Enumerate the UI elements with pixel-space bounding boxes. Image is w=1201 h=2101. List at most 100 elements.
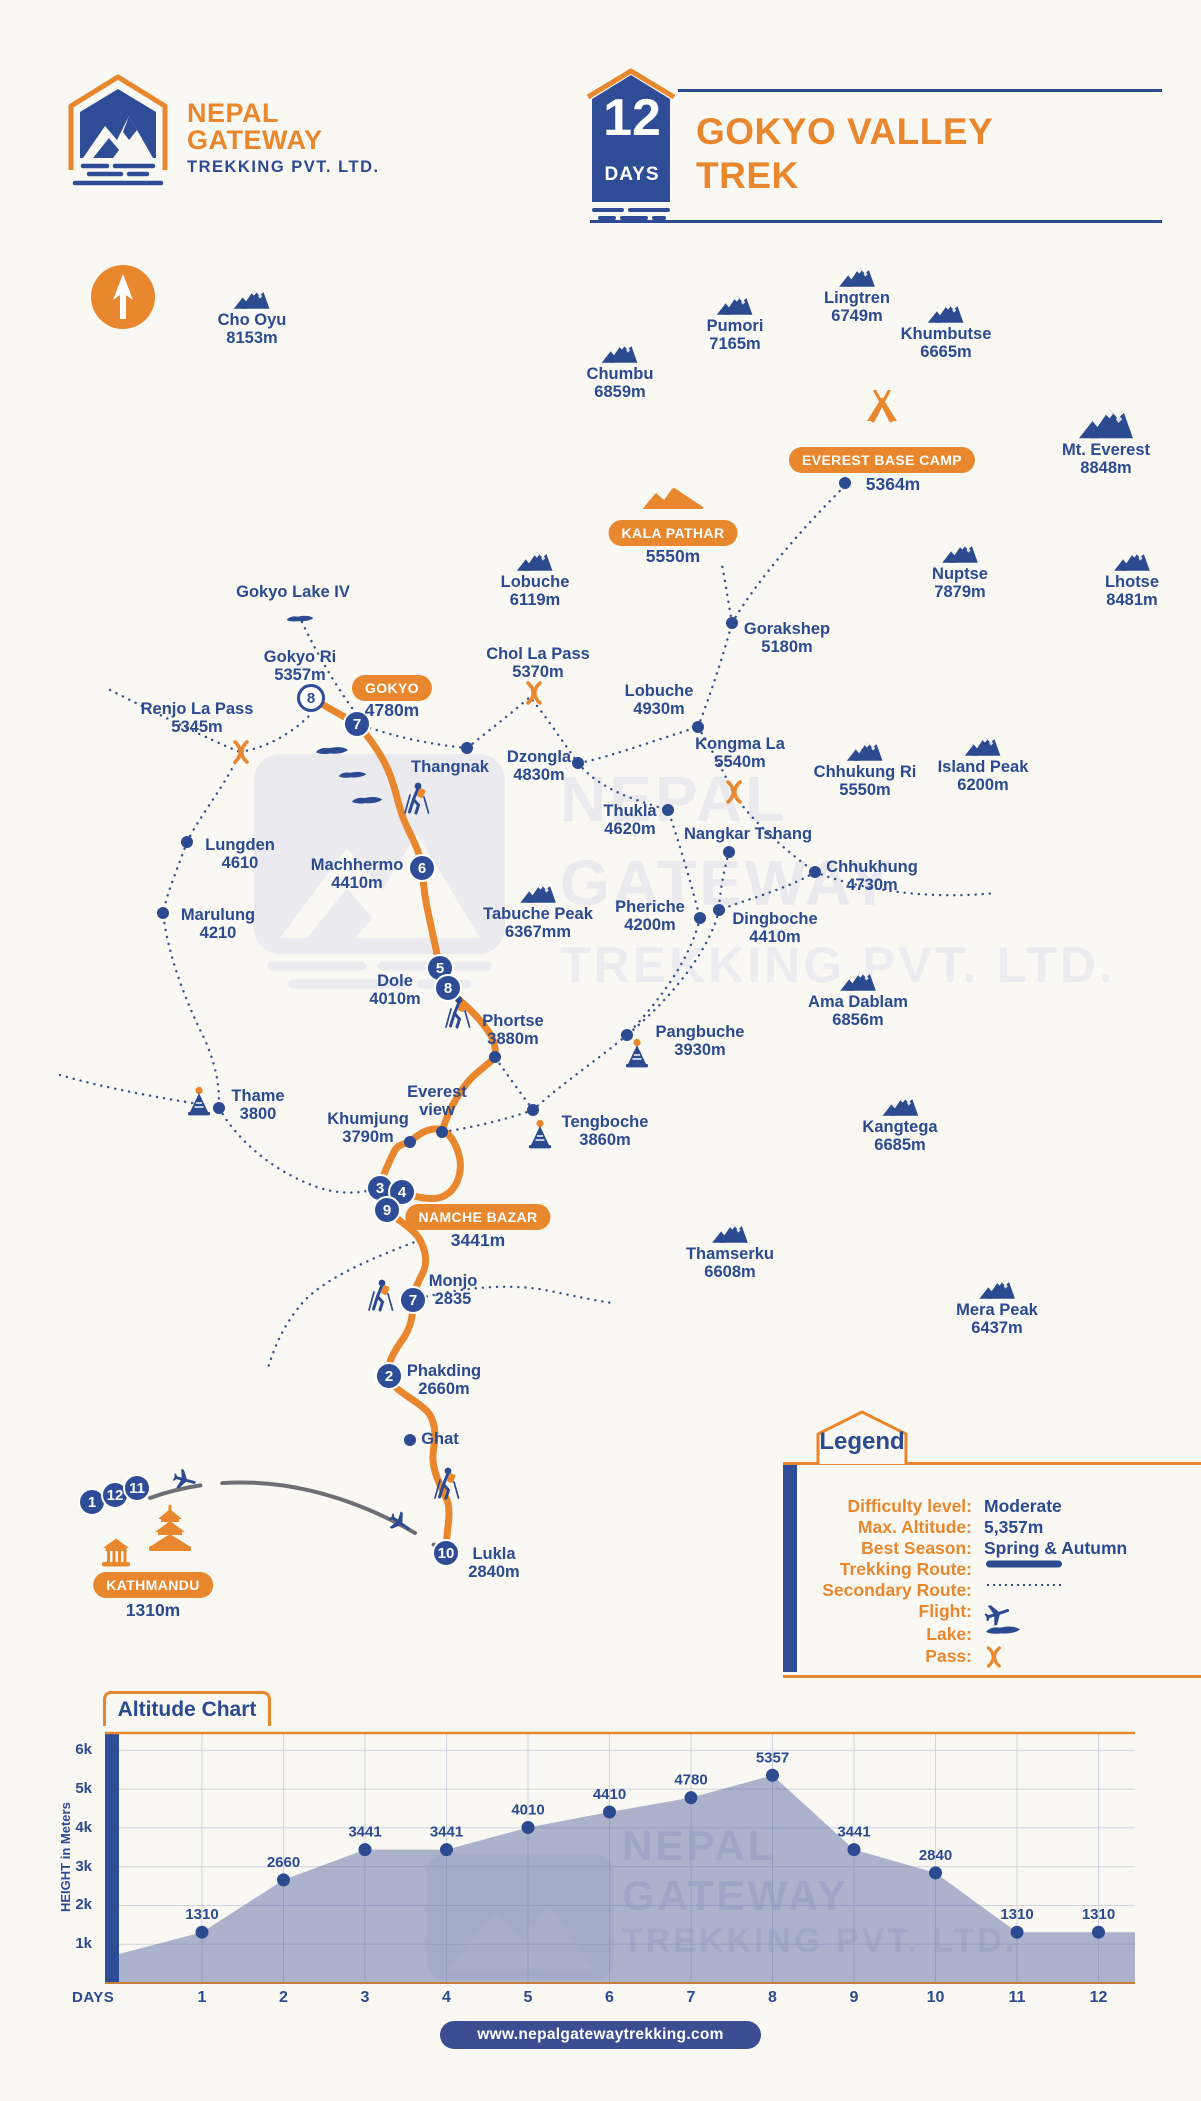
legend-label-6: Lake: <box>926 1624 972 1644</box>
logo-line2: GATEWAY <box>187 125 323 155</box>
map-dot <box>404 1136 416 1148</box>
peak-nuptse: Nuptse 7879m <box>932 540 988 602</box>
title-rule-bottom <box>590 220 1162 223</box>
peak-name: Lobuche <box>500 573 570 591</box>
place-name: Lukla <box>472 1545 516 1563</box>
chart-point-value: 3441 <box>837 1824 870 1841</box>
peak-elevation: 8848m <box>1080 459 1132 478</box>
mountain-peak-icon <box>847 741 883 761</box>
peak-name: Khumbutse <box>900 325 992 343</box>
chart-point-day-2 <box>277 1873 290 1887</box>
map-dot <box>713 904 725 916</box>
place-name: Lobuche <box>624 682 694 700</box>
chart-y-axis-label: HEIGHT in Meters <box>58 1802 73 1912</box>
place-name: Gorakshep <box>743 620 831 638</box>
mountain-peak-icon <box>965 736 1001 756</box>
map-dot <box>726 617 738 629</box>
legend-label-2: Best Season: <box>861 1538 972 1558</box>
website-url: www.nepalgatewaytrekking.com <box>477 2026 724 2043</box>
place-elevation: 4010m <box>369 990 421 1009</box>
mountain-peak-icon <box>942 543 978 563</box>
place-elevation: 3860m <box>579 1131 631 1150</box>
chart-point-value: 4010 <box>511 1802 544 1819</box>
peak-cho-oyu: Cho Oyu 8153m <box>218 286 286 348</box>
peak-elevation: 6859m <box>594 383 646 402</box>
chart-xtick-6: 6 <box>605 1989 614 2006</box>
mountain-peak-icon <box>882 1096 918 1116</box>
mountain-peak-icon <box>839 267 875 287</box>
place-elevation: 4410m <box>331 874 383 893</box>
trekking-route-swatch <box>986 1560 1062 1568</box>
badge-elevation-everest-base-camp: 5364m <box>865 474 921 494</box>
chart-xtick-3: 3 <box>360 1989 370 2006</box>
peak-name: Chhukung Ri <box>813 763 917 781</box>
map-dot <box>157 907 169 919</box>
chart-point-value: 5357 <box>756 1749 789 1766</box>
day-marker-9: 9 <box>373 1196 401 1224</box>
peak-name: Tabuche Peak <box>483 905 593 923</box>
badge-kathmandu: KATHMANDU <box>93 1572 213 1598</box>
peak-lingtren: Lingtren 6749m <box>824 264 890 326</box>
badge-elevation-kathmandu: 1310m <box>125 1600 181 1620</box>
map-dot <box>662 804 674 816</box>
map-dot <box>527 1104 539 1116</box>
chart-xtick-11: 11 <box>1008 1989 1026 2006</box>
peak-name: Chumbu <box>586 365 654 383</box>
place-elevation: 2840m <box>468 1563 520 1582</box>
mountain-peak-icon <box>520 883 556 903</box>
place-name: Khumjung <box>327 1110 409 1128</box>
hiker-icon <box>367 1279 394 1312</box>
pass-icon <box>233 740 249 764</box>
place-elevation: 3790m <box>342 1128 394 1147</box>
compass-north-icon <box>91 265 155 329</box>
logo-line3: TREKKING PVT. LTD. <box>187 158 380 176</box>
watermark-text1: NEPAL <box>560 763 788 835</box>
day-marker-8: 8 <box>434 974 462 1002</box>
peak-elevation: 6119m <box>509 591 561 610</box>
place-name: Thangnak <box>411 758 489 776</box>
place-elevation: 5345m <box>171 718 223 737</box>
watermark-text3: TREKKING PVT. LTD. <box>560 937 1116 993</box>
hiker-icon <box>433 1467 460 1500</box>
peak-name: Nuptse <box>932 565 988 583</box>
mountain-peak-icon <box>1078 409 1133 439</box>
website-link[interactable]: www.nepalgatewaytrekking.com <box>440 2021 761 2049</box>
place-name: Dzongla <box>506 748 572 766</box>
peak-elevation: 6856m <box>832 1011 884 1030</box>
place-name: Phakding <box>406 1362 482 1380</box>
mountain-peak-icon <box>979 1279 1015 1299</box>
day-marker-6: 6 <box>408 854 436 882</box>
kathmandu-temple-icon <box>149 1505 191 1551</box>
place-nangkar-tshang: Nangkar Tshang <box>684 825 812 843</box>
place-name: Ghat <box>421 1430 459 1448</box>
legend-value-4 <box>984 1580 1064 1590</box>
map-dot <box>213 1102 225 1114</box>
day-marker-7: 7 <box>399 1286 427 1314</box>
chart-point-day-4 <box>440 1843 453 1857</box>
lake-icon <box>315 746 349 754</box>
days-badge <box>586 68 676 220</box>
company-logo <box>68 74 168 186</box>
chart-ytick-3k: 3k <box>75 1857 92 1875</box>
map-dot <box>489 1051 501 1063</box>
place-elevation: 5540m <box>714 753 766 772</box>
mountain-peak-icon <box>712 1223 748 1243</box>
peak-elevation: 8153m <box>226 329 278 348</box>
place-name: Marulung <box>180 906 256 924</box>
legend-value-3 <box>984 1559 1064 1569</box>
peak-lhotse: Lhotse 8481m <box>1105 548 1159 610</box>
place-name: Kongma La <box>695 735 785 753</box>
legend-label-4: Secondary Route: <box>822 1580 972 1600</box>
chart-point-day-10 <box>929 1866 942 1880</box>
days-number: 12 <box>603 89 661 147</box>
chart-ytick-6k: 6k <box>75 1741 92 1759</box>
place-elevation: 4410m <box>749 928 801 947</box>
place-elevation: 5357m <box>274 666 326 685</box>
badge-namche-bazar: NAMCHE BAZAR <box>405 1204 551 1230</box>
